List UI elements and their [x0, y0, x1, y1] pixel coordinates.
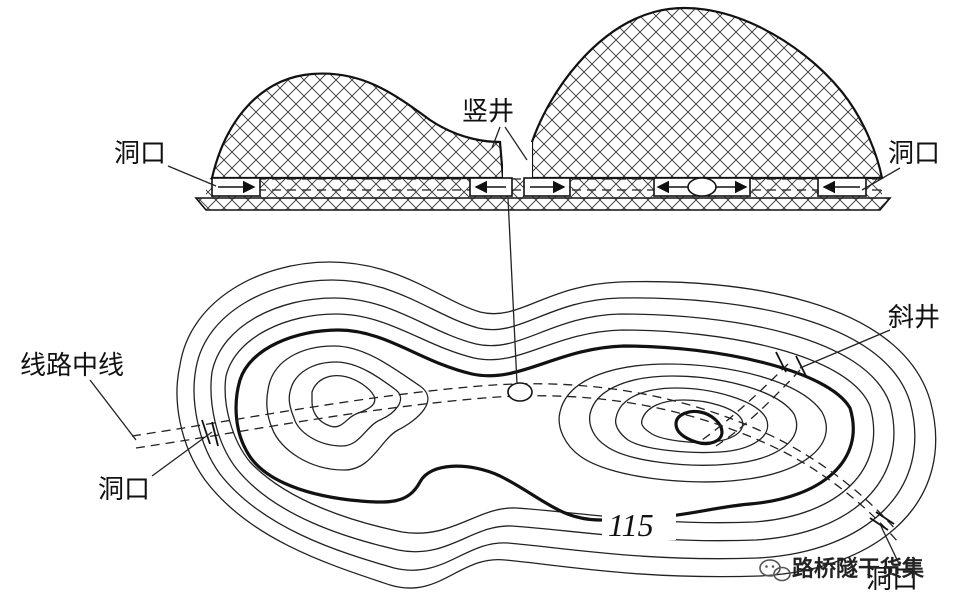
- contour-ring-1: [176, 261, 937, 589]
- contour-ring-2: [193, 279, 916, 571]
- contour-inner-right-2: [588, 375, 798, 466]
- shaft-circle: [507, 382, 533, 402]
- longitudinal-profile: 竖井 洞口 洞口: [114, 7, 940, 211]
- contour-inner-right-4: [640, 399, 744, 444]
- watermark: 路桥隧干货集: [759, 556, 925, 582]
- route-centerline-upper: [131, 383, 897, 531]
- label-portal-right-bottom: 洞口: [866, 565, 918, 595]
- contour-label-bg: [602, 506, 676, 540]
- contour-inner-left-2: [288, 361, 402, 447]
- left-hill: [210, 72, 505, 180]
- portal-marker-left: [201, 419, 219, 447]
- contour-115: [234, 328, 855, 522]
- ground-strip: [194, 197, 892, 211]
- shaft-opening: [503, 142, 532, 179]
- label-portal-right-top: 洞口: [888, 139, 940, 169]
- label-shaft: 竖井: [462, 97, 514, 127]
- summit-contour: [674, 409, 724, 446]
- contour-value-label: 115: [608, 507, 654, 543]
- portal-marker-right: [869, 511, 895, 531]
- contour-ring-4: [224, 313, 875, 534]
- contour-inner-right-1: [558, 363, 827, 483]
- contour-inner-left-3: [311, 374, 376, 428]
- label-incline: 斜井: [888, 303, 940, 333]
- watermark-text: 路桥隧干货集: [792, 556, 925, 582]
- contour-ring-3: [210, 297, 895, 553]
- right-hill: [530, 7, 884, 180]
- label-centerline: 线路中线: [20, 351, 124, 381]
- incline-circle: [687, 177, 717, 197]
- contour-inner-left-1: [266, 345, 429, 471]
- label-portal-left-bottom: 洞口: [98, 475, 150, 505]
- label-portal-left-top: 洞口: [114, 139, 166, 169]
- contour-inner-right-3: [614, 387, 769, 454]
- contour-plan: 斜井 线路中线 洞口 洞口 115: [20, 197, 940, 595]
- route-centerline-lower: [135, 395, 899, 543]
- incline-portal-marker: [775, 351, 807, 377]
- wechat-icon: [759, 559, 791, 582]
